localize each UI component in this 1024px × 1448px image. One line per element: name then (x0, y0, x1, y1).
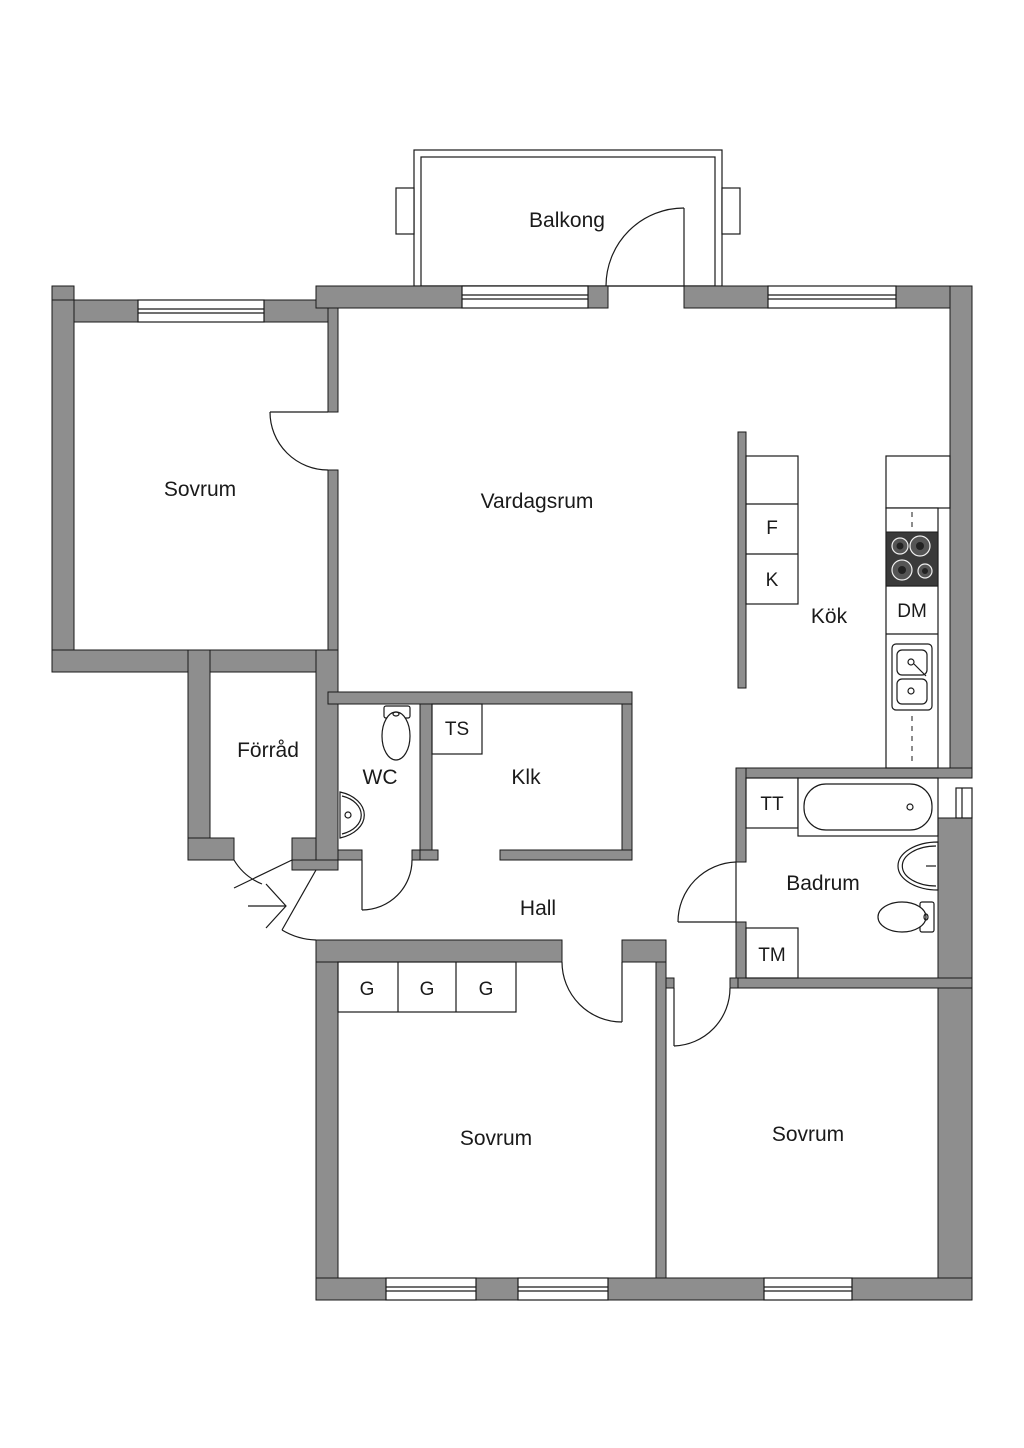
walls (51, 285, 973, 1301)
washer-box (745, 777, 799, 829)
laundry-label: Klk (511, 766, 541, 789)
wardrobe-label: G (420, 979, 435, 1000)
drying-cabinet-box (745, 927, 799, 979)
balcony-label: Balkong (529, 209, 605, 232)
fridge-label: F (766, 518, 778, 539)
bedroom-nw-label: Sovrum (164, 478, 236, 501)
dishwasher-label: DM (897, 601, 927, 622)
wardrobe-label: G (479, 979, 494, 1000)
living-room-label: Vardagsrum (481, 490, 594, 513)
sink-icon (891, 643, 933, 711)
storage-label: Förråd (237, 739, 299, 762)
toilet-icon (877, 901, 935, 933)
kitchen (737, 431, 951, 769)
bathtub-icon (797, 777, 939, 837)
doors (233, 207, 737, 1047)
fixture-labels: F K DM TS TT TM G G G (360, 518, 927, 1000)
windows (137, 285, 973, 1301)
drying-cabinet-label: TM (758, 945, 785, 966)
entrance-arrow-icon (248, 883, 287, 929)
toilet-icon (381, 705, 411, 761)
wardrobe-label: G (360, 979, 375, 1000)
freezer-label: K (766, 570, 779, 591)
kitchen-label: Kök (811, 605, 848, 628)
washer-label: TT (760, 794, 784, 815)
dryer-label: TS (445, 719, 469, 740)
hall-label: Hall (520, 897, 556, 920)
bedroom-se-label: Sovrum (772, 1123, 844, 1146)
washbasin-icon (897, 841, 939, 891)
stove-icon (885, 531, 939, 587)
washbasin-icon (339, 791, 365, 839)
dryer-box (431, 703, 483, 755)
wc-label: WC (363, 766, 398, 789)
wardrobes (337, 961, 517, 1013)
balcony (395, 149, 741, 287)
room-labels: Balkong Sovrum Vardagsrum Kök Förråd WC … (164, 209, 860, 1150)
bathroom-label: Badrum (786, 872, 860, 895)
bedroom-sw-label: Sovrum (460, 1127, 532, 1150)
